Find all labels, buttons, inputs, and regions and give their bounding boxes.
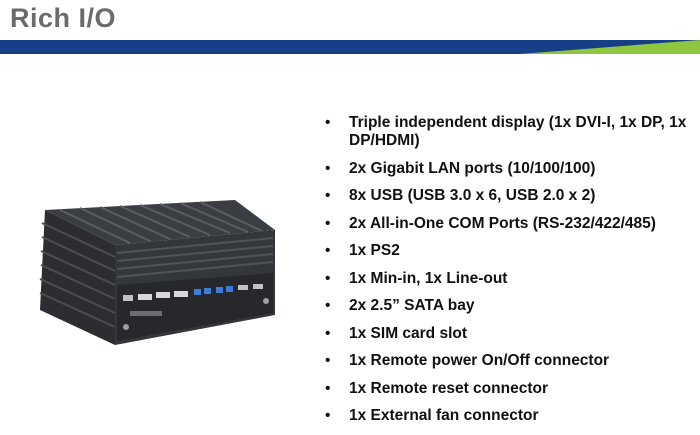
bullet-dot-icon: • [325,242,331,259]
list-item: • 1x Remote power On/Off connector [325,352,695,370]
list-item-text: 1x PS2 [349,242,400,259]
header-band-green [520,40,700,54]
bullet-dot-icon: • [325,159,331,177]
device-front-fins [116,237,274,278]
bullet-dot-icon: • [325,114,331,131]
list-item: • 1x SIM card slot [325,325,695,343]
list-item-text: 2x 2.5” SATA bay [349,297,475,314]
list-item-text: 1x Remote power On/Off connector [349,352,610,369]
list-item: • 1x PS2 [325,242,695,260]
io-feature-list: • Triple independent display (1x DVI-I, 1… [325,114,695,435]
list-item-text: 1x Min-in, 1x Line-out [349,269,508,287]
list-item: • 1x Remote reset connector [325,380,695,398]
list-item-text: 1x SIM card slot [349,324,468,342]
bullet-dot-icon: • [325,379,331,397]
list-item: • 2x 2.5” SATA bay [325,297,695,315]
list-item: • 2x Gigabit LAN ports (10/100/100) [325,160,695,178]
list-item: • 8x USB (USB 3.0 x 6, USB 2.0 x 2) [325,187,695,205]
list-item-text: 2x All-in-One COM Ports (RS-232/422/485) [349,214,656,232]
device-top-fins [59,201,263,244]
list-item: • 1x External fan connector [325,407,695,425]
bullet-dot-icon: • [325,407,331,424]
slide-title: Rich I/O [10,3,117,33]
list-item: • 2x All-in-One COM Ports (RS-232/422/485… [325,215,695,233]
fanless-pc-image [39,200,275,345]
bullet-dot-icon: • [325,324,331,342]
list-item: • 1x Min-in, 1x Line-out [325,270,695,288]
header-band [0,40,700,54]
list-item-text: 8x USB (USB 3.0 x 6, USB 2.0 x 2) [349,187,596,204]
list-item-text: 1x External fan connector [349,407,539,424]
bullet-dot-icon: • [325,214,331,232]
list-item: • Triple independent display (1x DVI-I, 1… [325,114,695,150]
bullet-dot-icon: • [325,269,331,287]
list-item-text: Triple independent display (1x DVI-I, 1x… [349,114,687,149]
device-io-ports [123,284,269,330]
bullet-dot-icon: • [325,352,331,369]
bullet-dot-icon: • [325,187,331,204]
bullet-dot-icon: • [325,297,331,314]
device-io-panel [117,273,273,341]
list-item-text: 2x Gigabit LAN ports (10/100/100) [349,159,596,177]
list-item-text: 1x Remote reset connector [349,379,548,397]
header-band-blue [0,40,700,54]
device-side-fins [39,222,116,328]
